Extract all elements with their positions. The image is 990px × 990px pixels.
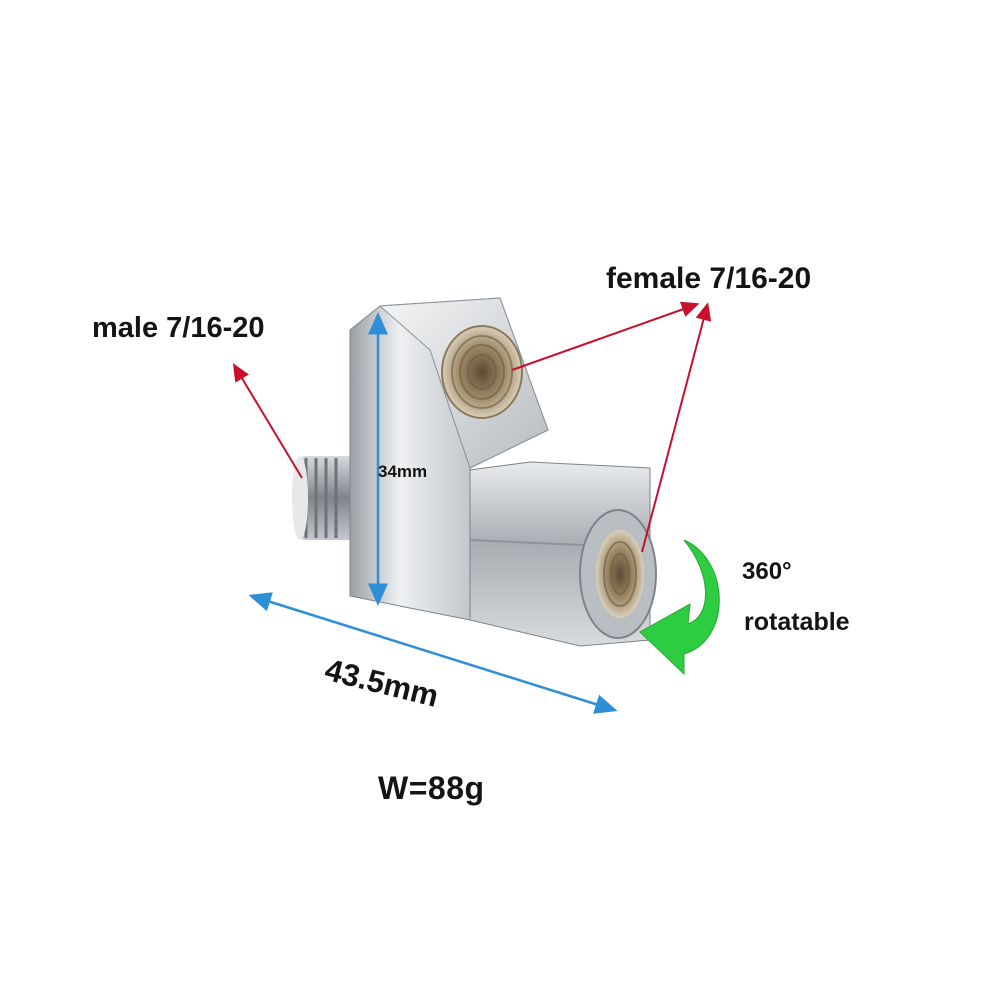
female-top-pointer-arrow xyxy=(511,301,700,371)
annotation-arrows xyxy=(232,301,712,553)
width-dimension-line xyxy=(248,592,618,714)
rotation-label: rotatable xyxy=(744,608,850,636)
male-pointer-arrow xyxy=(232,363,303,479)
weight-label: W=88g xyxy=(378,770,485,806)
adapter-body xyxy=(349,297,549,621)
curved-arrow-icon xyxy=(639,539,720,676)
height-dimension-label: 34mm xyxy=(378,462,428,481)
female-thread-label: female 7/16-20 xyxy=(606,262,812,295)
male-thread-label: male 7/16-20 xyxy=(92,312,265,344)
dimension-arrows xyxy=(248,312,618,714)
hex-coupling xyxy=(469,461,657,647)
female-side-pointer-arrow xyxy=(641,302,712,553)
male-thread-stub xyxy=(292,456,366,540)
rotation-degrees-label: 360° xyxy=(742,558,792,585)
